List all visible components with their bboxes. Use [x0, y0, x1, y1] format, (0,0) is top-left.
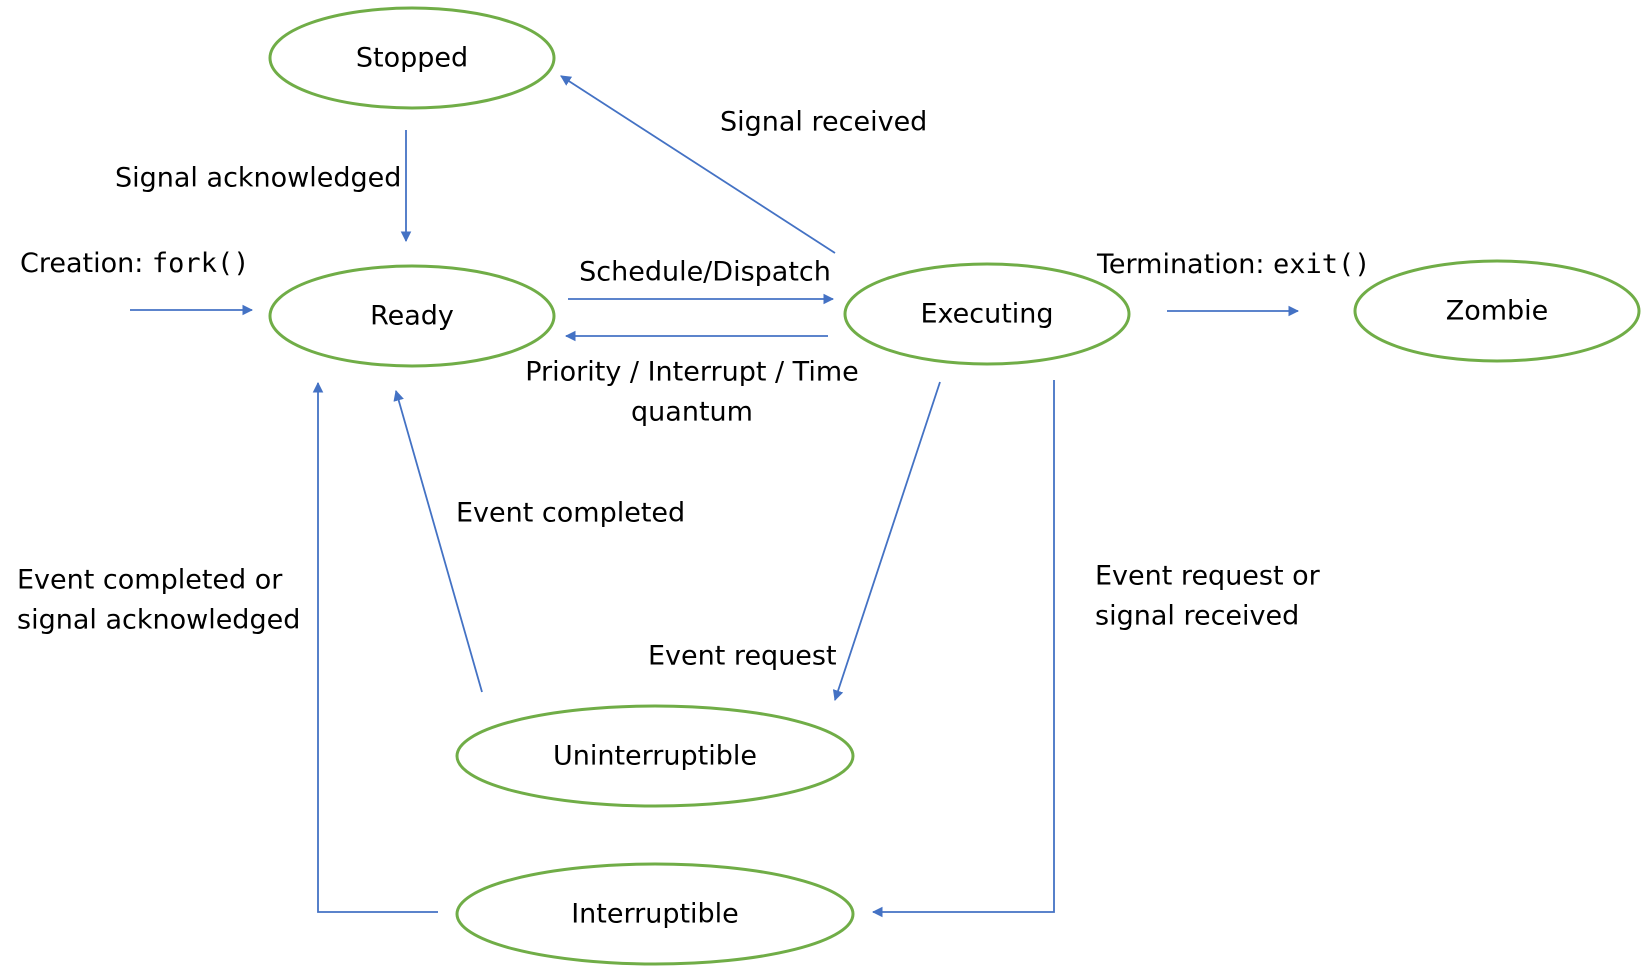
label-termination-prefix: Termination:: [1096, 249, 1273, 280]
arrow-executing-to-interruptible: [871, 380, 1055, 918]
label-event-completed: Event completed: [456, 498, 685, 529]
label-event-completed-or-line1: Event completed or: [17, 565, 283, 596]
arrow-uninterruptible-to-ready: [393, 389, 483, 693]
state-uninterruptible-label: Uninterruptible: [553, 741, 757, 772]
label-creation-call: fork(): [152, 248, 250, 279]
state-uninterruptible: Uninterruptible: [455, 704, 855, 808]
label-priority-line2: quantum: [631, 397, 753, 428]
label-event-request-or-line1: Event request or: [1095, 561, 1321, 592]
label-creation: Creation: fork(): [20, 248, 249, 279]
label-schedule-dispatch: Schedule/Dispatch: [579, 257, 831, 288]
arrow-executing-to-uninterruptible: [832, 381, 941, 702]
state-stopped-label: Stopped: [356, 43, 468, 74]
state-zombie-label: Zombie: [1446, 296, 1549, 327]
state-ready: Ready: [268, 264, 556, 368]
label-signal-acknowledged: Signal acknowledged: [115, 163, 401, 194]
label-termination: Termination: exit(): [1096, 249, 1371, 280]
state-zombie: Zombie: [1353, 259, 1641, 363]
state-interruptible-label: Interruptible: [571, 899, 739, 930]
label-event-completed-or-line2: signal acknowledged: [17, 605, 300, 636]
label-signal-received: Signal received: [720, 107, 927, 138]
label-event-request: Event request: [648, 641, 837, 672]
label-event-request-or-line2: signal received: [1095, 601, 1299, 632]
state-executing: Executing: [843, 262, 1131, 366]
label-termination-call: exit(): [1273, 249, 1371, 280]
label-creation-prefix: Creation:: [20, 248, 152, 279]
state-interruptible: Interruptible: [455, 862, 855, 966]
state-stopped: Stopped: [268, 6, 556, 110]
label-priority-line1: Priority / Interrupt / Time: [525, 357, 859, 388]
arrow-interruptible-to-ready: [312, 381, 438, 913]
state-ready-label: Ready: [370, 301, 454, 332]
arrow-executing-to-stopped: [560, 75, 836, 254]
state-executing-label: Executing: [920, 299, 1053, 330]
